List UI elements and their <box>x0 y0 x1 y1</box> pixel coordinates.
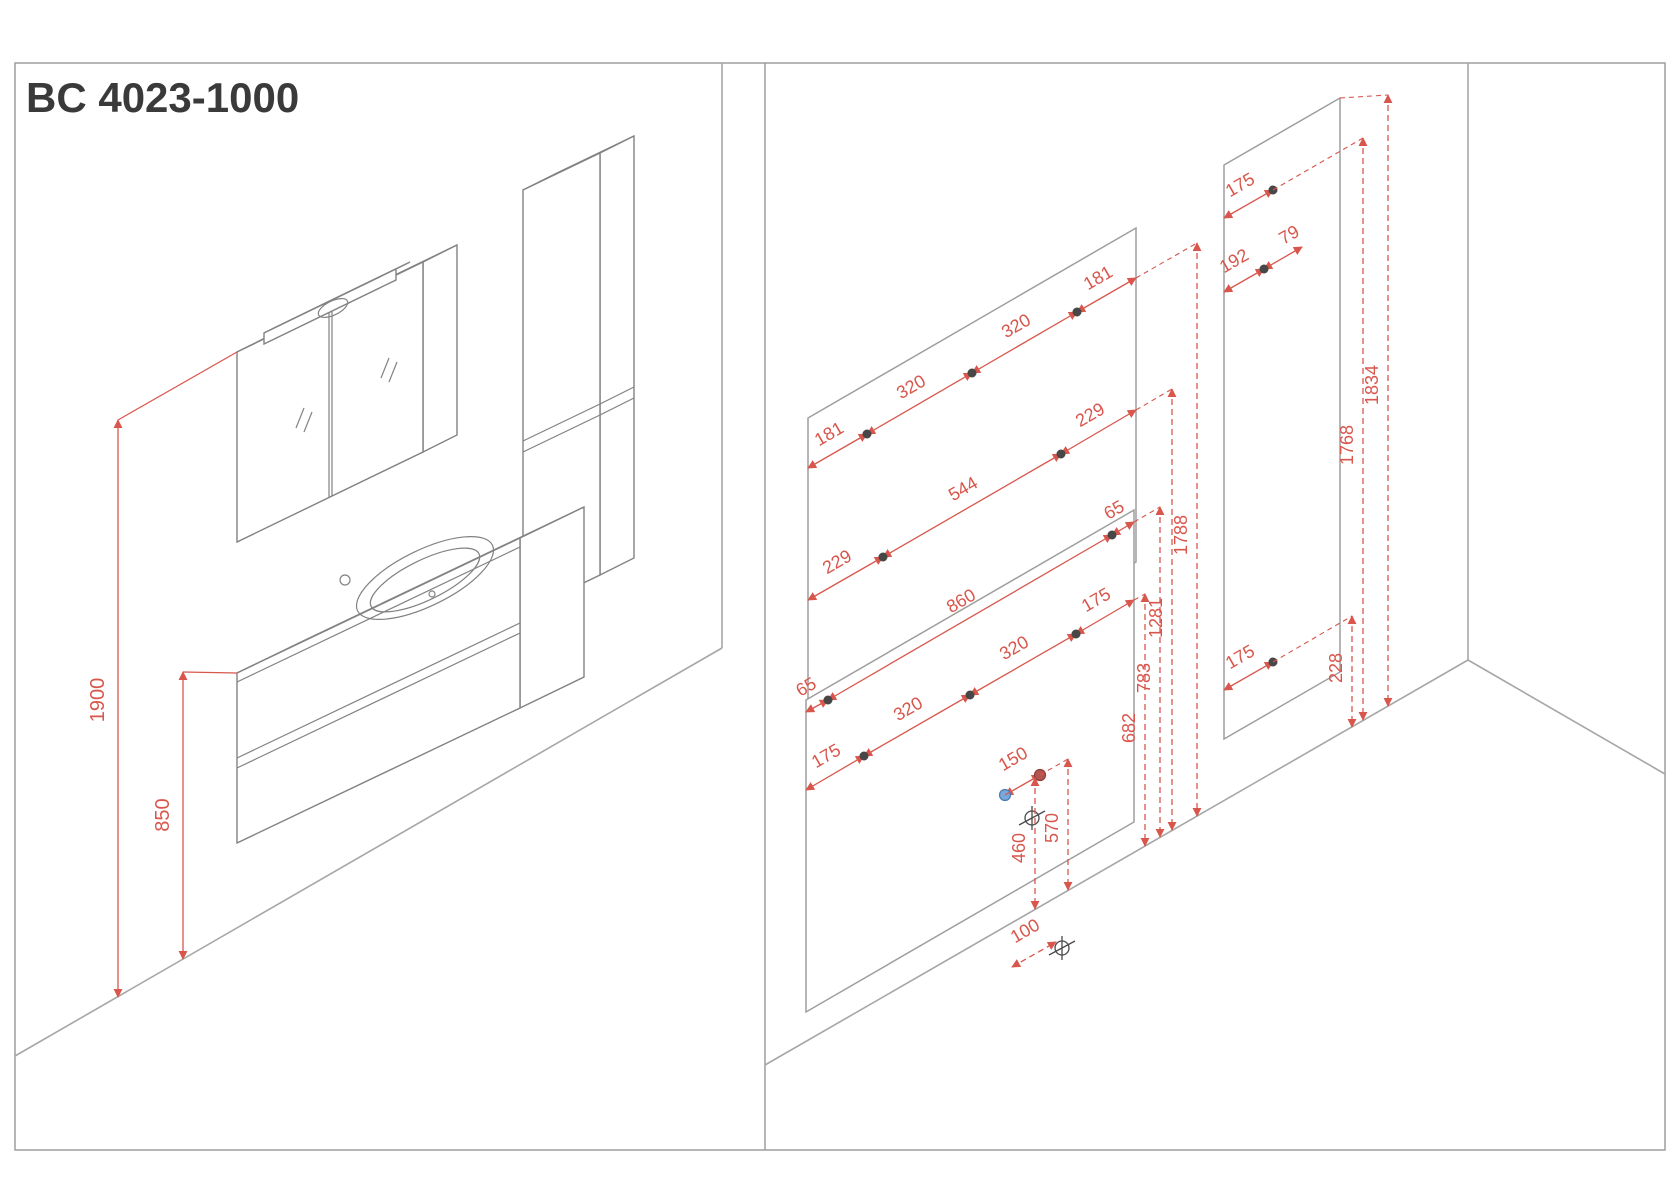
dim-label-850: 850 <box>152 798 174 831</box>
dim-tall-strip: 175 192 79 175 228 1768 1834 <box>1216 94 1393 728</box>
mounting-point-dot <box>1107 530 1117 540</box>
dim-label-1900: 1900 <box>87 678 109 723</box>
page-title: BC 4023-1000 <box>26 74 299 121</box>
overflow-hole <box>428 590 436 598</box>
dim-label-682: 682 <box>1119 713 1139 743</box>
dim-label-228: 228 <box>1326 653 1346 683</box>
mounting-point-dot <box>862 429 872 439</box>
dim-label-1788: 1788 <box>1171 515 1191 555</box>
vanity-side <box>519 505 585 710</box>
mounting-point-dot <box>1259 264 1269 274</box>
mounting-point-dot <box>859 751 869 761</box>
dim-label-783: 783 <box>1134 663 1154 693</box>
drawing-frame <box>14 62 1666 1151</box>
room-left <box>14 63 723 1057</box>
mounting-point-dot <box>1071 629 1081 639</box>
tall-cabinet <box>522 134 635 614</box>
border-rect <box>14 62 1666 1151</box>
faucet-hole <box>339 574 351 586</box>
light-fixture <box>263 261 411 346</box>
dim-label-570: 570 <box>1042 813 1062 843</box>
room-left-floor <box>14 647 723 1057</box>
mirror-glint-marks <box>295 357 398 433</box>
wall-panel-tall <box>1223 96 1341 741</box>
mounting-point-dot <box>878 552 888 562</box>
vanity-unit <box>236 505 585 845</box>
mounting-point-dot <box>1056 449 1066 459</box>
sink-basin-inner <box>369 547 481 613</box>
drain-position-icon <box>1048 936 1076 960</box>
dim-label-drain: 100 <box>1007 915 1043 947</box>
dim-label-1768: 1768 <box>1337 425 1357 465</box>
dim-label-1834: 1834 <box>1362 365 1382 405</box>
mounting-point-dot <box>967 368 977 378</box>
tall-cabinet-front <box>522 151 601 614</box>
mirror-cabinet <box>236 243 458 544</box>
dim-height-total: 1900 <box>87 351 238 998</box>
dim-height-vanity: 850 <box>152 671 238 960</box>
tall-cabinet-side <box>599 134 635 577</box>
sink-basin <box>355 535 495 621</box>
mounting-point-dot <box>965 690 975 700</box>
mounting-point-dot <box>823 695 833 705</box>
drain-point: 100 <box>1007 915 1076 968</box>
dim-label-460: 460 <box>1009 833 1029 863</box>
mounting-point-dot <box>1072 307 1082 317</box>
dim-heights-main: 682 783 1281 1788 460 570 <box>1004 242 1202 910</box>
room-right-floor-right <box>1467 659 1666 775</box>
mirror-cabinet-side <box>422 243 458 454</box>
dim-label-1281: 1281 <box>1146 598 1166 638</box>
light-lens <box>317 297 349 319</box>
